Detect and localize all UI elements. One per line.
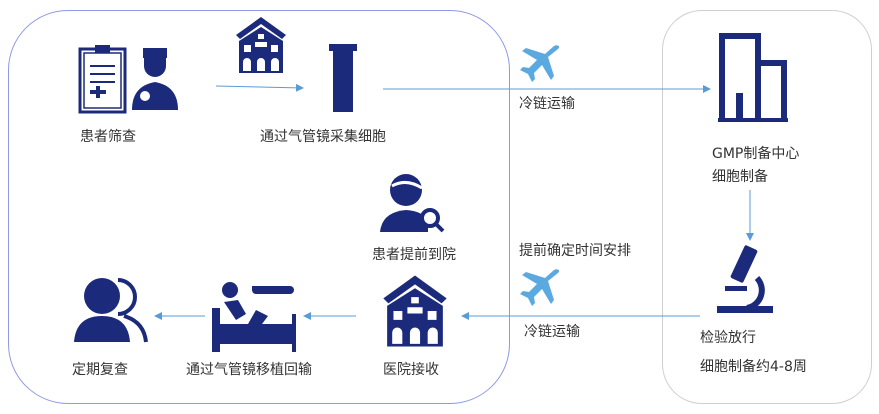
prep-label: 细胞制备 bbox=[712, 169, 768, 185]
hospital-region bbox=[8, 10, 510, 404]
gmp-label: GMP制备中心 bbox=[712, 146, 800, 162]
hospital-icon bbox=[383, 275, 447, 347]
duration-label: 细胞制备约4-8周 bbox=[700, 359, 807, 375]
airplane-icon bbox=[520, 45, 560, 82]
airplane-icon bbox=[520, 269, 560, 306]
inspect-label: 检验放行 bbox=[700, 330, 756, 346]
building-icon bbox=[718, 33, 788, 122]
patient-bed-icon bbox=[212, 282, 296, 352]
transport-label-1: 冷链运输 bbox=[519, 96, 575, 112]
clipboard-doctor-icon bbox=[78, 45, 178, 114]
followup-label: 定期复查 bbox=[72, 362, 128, 378]
arrow-screen-to-collect bbox=[215, 83, 304, 92]
screening-label: 患者筛查 bbox=[80, 129, 136, 145]
transport-label-2: 冷链运输 bbox=[524, 324, 580, 340]
gmp-region bbox=[662, 10, 872, 404]
collect-label: 通过气管镜采集细胞 bbox=[260, 129, 386, 145]
hospital-icon bbox=[236, 17, 286, 73]
arrive-label: 患者提前到院 bbox=[372, 247, 456, 263]
schedule-label: 提前确定时间安排 bbox=[519, 243, 631, 259]
microscope-icon bbox=[717, 245, 773, 313]
transplant-label: 通过气管镜移植回输 bbox=[186, 362, 312, 378]
patient-search-icon bbox=[380, 174, 445, 233]
sample-tube-icon bbox=[329, 44, 357, 112]
receive-label: 医院接收 bbox=[383, 362, 439, 378]
users-icon bbox=[74, 278, 148, 343]
